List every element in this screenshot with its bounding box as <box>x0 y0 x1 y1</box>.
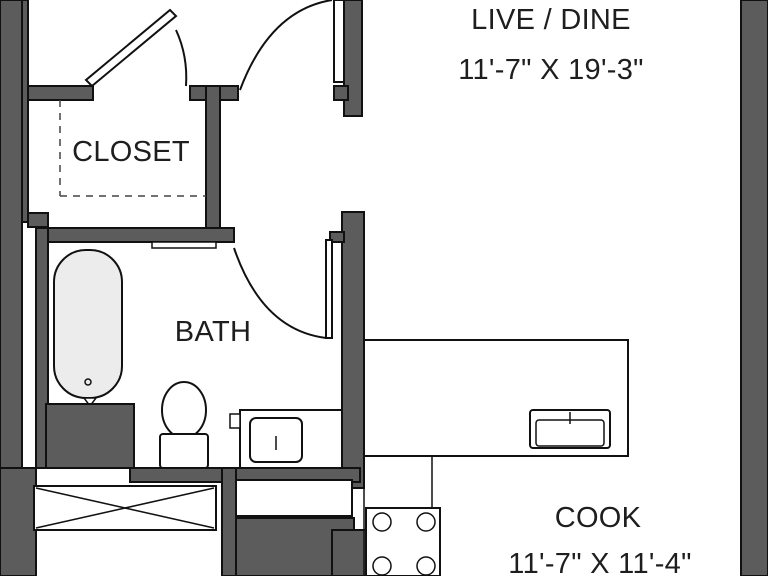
closet-right-wall <box>205 85 221 232</box>
entry-door-swing <box>239 0 333 91</box>
bath-right-wall <box>341 211 365 489</box>
entry-jamb <box>333 0 345 83</box>
doors <box>175 0 333 339</box>
lower-left-wall <box>0 467 37 576</box>
closet-room-name: CLOSET <box>72 136 190 168</box>
burner-4 <box>416 556 436 576</box>
closet-door-leaf <box>84 8 178 88</box>
burner-3 <box>372 556 392 576</box>
closet-bottom-wall <box>27 212 49 228</box>
laundry-block <box>331 529 367 576</box>
closet-top-wall-left <box>27 85 94 101</box>
bath-door-leaf <box>325 239 333 339</box>
vent-x-2 <box>35 487 215 529</box>
lower-partition-wall <box>221 467 237 576</box>
tub-step <box>45 403 135 469</box>
tub-spout <box>82 397 98 408</box>
shelf-box <box>235 479 353 517</box>
cook-room-size: 11'-7" X 11'-4" <box>508 548 692 580</box>
bath-room-name: BATH <box>174 316 252 348</box>
tub-drain <box>84 378 92 386</box>
closet-left-wall <box>21 0 29 223</box>
burner-2 <box>416 512 436 532</box>
left-exterior-wall <box>0 0 23 576</box>
closet-door-swing <box>175 29 188 87</box>
toilet-tank <box>159 433 209 469</box>
toilet-bowl <box>161 381 207 439</box>
cook-room-name: COOK <box>554 502 642 534</box>
toilet-paper-holder <box>229 413 241 429</box>
bath-top-wall <box>37 227 235 243</box>
right-exterior-wall <box>740 0 768 576</box>
bathtub <box>53 249 123 399</box>
towel-bar <box>151 241 217 249</box>
bath-door-swing <box>233 247 327 339</box>
bath-door-jamb <box>329 231 345 243</box>
live-dine-room-size: 11'-7" X 19'-3" <box>458 54 644 86</box>
burner-1 <box>372 512 392 532</box>
closet-shelf <box>59 100 206 197</box>
range-burners <box>372 512 436 576</box>
live-dine-room-name: LIVE / DINE <box>471 4 631 36</box>
entry-wall-return <box>333 85 349 101</box>
